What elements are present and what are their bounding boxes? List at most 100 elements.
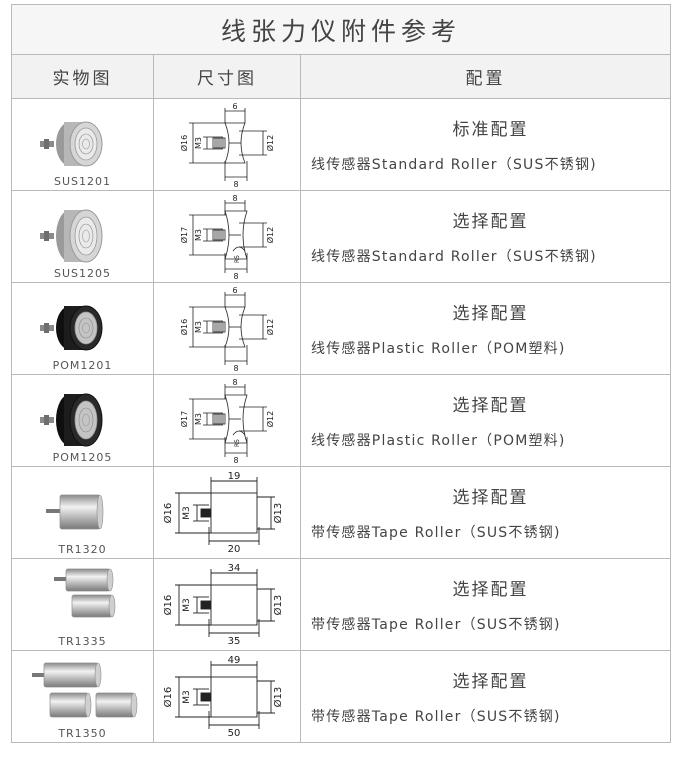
config-title: 选择配置: [452, 488, 529, 508]
dimension-drawing-cell: 6 8 Ø16 M3 Ø12: [153, 282, 301, 375]
dimension-label: R5: [234, 254, 241, 262]
config-cell: 标准配置线传感器Standard Roller（SUS不锈钢): [299, 98, 672, 191]
dimension-label: 50: [228, 728, 241, 739]
config-description: 线传感器Standard Roller（SUS不锈钢): [311, 157, 597, 173]
tape-roller-image: [53, 568, 115, 617]
config-cell: 选择配置线传感器Plastic Roller（POM塑料): [299, 374, 672, 467]
table-row: TR1350 49 50 Ø16 M3 Ø13 选择配置带传感器Tape Roller（SU…: [11, 650, 672, 743]
table-row: POM1201 6 8 Ø16 M3 Ø12 选择配置线传感器Plastic Roller（…: [11, 282, 672, 375]
config-description: 带传感器Tape Roller（SUS不锈钢): [311, 617, 561, 633]
dimension-label: R5: [234, 438, 241, 446]
product-photo: [53, 568, 115, 617]
product-photo: [39, 121, 102, 166]
dimension-label: 19: [228, 471, 241, 482]
dimension-label: Ø16: [162, 594, 174, 615]
table-row: TR1335 34 35 Ø16 M3 Ø13 选择配置带传感器Tape Roller（SU…: [11, 558, 672, 651]
dimension-label: Ø13: [272, 502, 284, 523]
pom-roller-image: [39, 305, 102, 350]
dimension-label: Ø17: [179, 410, 189, 426]
dimension-label: Ø17: [179, 226, 189, 242]
dimension-label: M3: [182, 506, 192, 520]
dimension-drawing-cell: 49 50 Ø16 M3 Ø13: [153, 650, 301, 743]
product-photo-cell: TR1320: [11, 466, 154, 559]
config-description: 线传感器Plastic Roller（POM塑料): [311, 341, 566, 357]
product-code: TR1335: [58, 635, 107, 648]
config-cell: 选择配置带传感器Tape Roller（SUS不锈钢): [299, 558, 672, 651]
dimension-label: Ø16: [162, 686, 174, 707]
product-photo-cell: SUS1201: [11, 98, 154, 191]
product-code: TR1350: [58, 727, 107, 740]
dimension-label: 8: [233, 180, 238, 189]
config-description: 带传感器Tape Roller（SUS不锈钢): [311, 525, 561, 541]
dimension-drawing: 6 8 Ø16 M3 Ø12: [179, 102, 275, 189]
dimension-label: M3: [194, 413, 203, 425]
config-title: 选择配置: [452, 396, 529, 416]
dimension-label: M3: [194, 229, 203, 241]
product-photo: [45, 494, 103, 529]
sus-roller-image: [39, 121, 102, 166]
header-photo: 实物图: [11, 54, 154, 99]
dimension-label: M3: [182, 598, 192, 612]
dimension-label: 8: [233, 364, 238, 373]
tape-roller-image: [31, 662, 137, 717]
dimension-drawing-cell: 34 35 Ø16 M3 Ø13: [153, 558, 301, 651]
config-description: 线传感器Plastic Roller（POM塑料): [311, 433, 566, 449]
product-photo-cell: TR1350: [11, 650, 154, 743]
dimension-label: Ø12: [265, 134, 275, 150]
dimension-drawing-cell: 6 8 Ø16 M3 Ø12: [153, 98, 301, 191]
dimension-drawing: 6 8 Ø16 M3 Ø12: [179, 286, 275, 373]
product-photo: [39, 305, 102, 350]
dimension-label: 49: [228, 655, 241, 666]
header-config: 配置: [299, 54, 672, 99]
dimension-label: Ø16: [179, 318, 189, 334]
config-title: 标准配置: [452, 120, 529, 140]
config-title: 选择配置: [452, 672, 529, 692]
dimension-label: 35: [228, 636, 241, 647]
config-cell: 选择配置带传感器Tape Roller（SUS不锈钢): [299, 466, 672, 559]
dimension-label: Ø16: [179, 134, 189, 150]
dimension-drawing: 34 35 Ø16 M3 Ø13: [162, 563, 284, 647]
dimension-label: 8: [233, 272, 238, 281]
dimension-label: Ø12: [265, 410, 275, 426]
dimension-label: 8: [232, 194, 237, 203]
sus-roller-image: [39, 209, 102, 262]
dimension-label: 6: [232, 286, 237, 295]
dimension-label: Ø12: [265, 318, 275, 334]
config-cell: 选择配置带传感器Tape Roller（SUS不锈钢): [299, 650, 672, 743]
config-description: 线传感器Standard Roller（SUS不锈钢): [311, 249, 597, 265]
header-dimension: 尺寸图: [153, 54, 301, 99]
config-cell: 选择配置线传感器Plastic Roller（POM塑料): [299, 282, 672, 375]
dimension-label: M3: [182, 690, 192, 704]
dimension-label: M3: [194, 321, 203, 333]
dimension-label: 8: [232, 378, 237, 387]
config-title: 选择配置: [452, 580, 529, 600]
dimension-label: 6: [232, 102, 237, 111]
product-code: POM1205: [52, 451, 113, 464]
table-title: 线张力仪附件参考: [10, 4, 672, 55]
product-photo-cell: POM1205: [11, 374, 154, 467]
dimension-label: M3: [194, 137, 203, 149]
dimension-label: 8: [233, 456, 238, 465]
dimension-label: Ø13: [272, 594, 284, 615]
table-row: SUS1201 6 8 Ø16 M3 Ø12 标准配置线传感器Standard Roller…: [11, 98, 672, 191]
product-photo-cell: POM1201: [11, 282, 154, 375]
dimension-label: Ø16: [162, 502, 174, 523]
product-code: TR1320: [58, 543, 107, 556]
dimension-label: 34: [228, 563, 241, 574]
product-photo-cell: TR1335: [11, 558, 154, 651]
config-cell: 选择配置线传感器Standard Roller（SUS不锈钢): [299, 190, 672, 283]
product-code: SUS1205: [53, 267, 111, 280]
product-photo: [31, 662, 137, 717]
tape-roller-image: [45, 494, 103, 529]
dimension-label: Ø13: [272, 686, 284, 707]
product-code: SUS1201: [53, 175, 111, 188]
product-photo-cell: SUS1205: [11, 190, 154, 283]
